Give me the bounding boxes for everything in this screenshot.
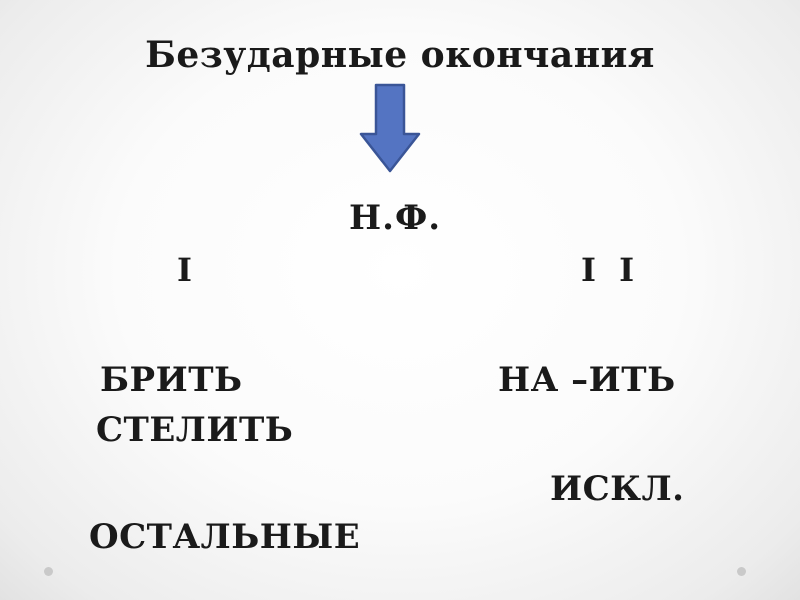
word-others: ОСТАЛЬНЫЕ <box>89 517 361 557</box>
word-brit: БРИТЬ <box>100 360 243 400</box>
word-exceptions: ИСКЛ. <box>550 469 685 509</box>
word-na-it: НА –ИТЬ <box>498 360 676 400</box>
word-stelit: СТЕЛИТЬ <box>96 410 294 450</box>
down-arrow-icon <box>359 83 421 173</box>
conjugation-2-heading: I I <box>581 251 641 289</box>
corner-dot-left <box>44 567 53 576</box>
infinitive-label: Н.Ф. <box>349 198 442 238</box>
corner-dot-right <box>737 567 746 576</box>
conjugation-1-heading: I <box>177 251 192 289</box>
slide-title: Безударные окончания <box>145 34 655 76</box>
